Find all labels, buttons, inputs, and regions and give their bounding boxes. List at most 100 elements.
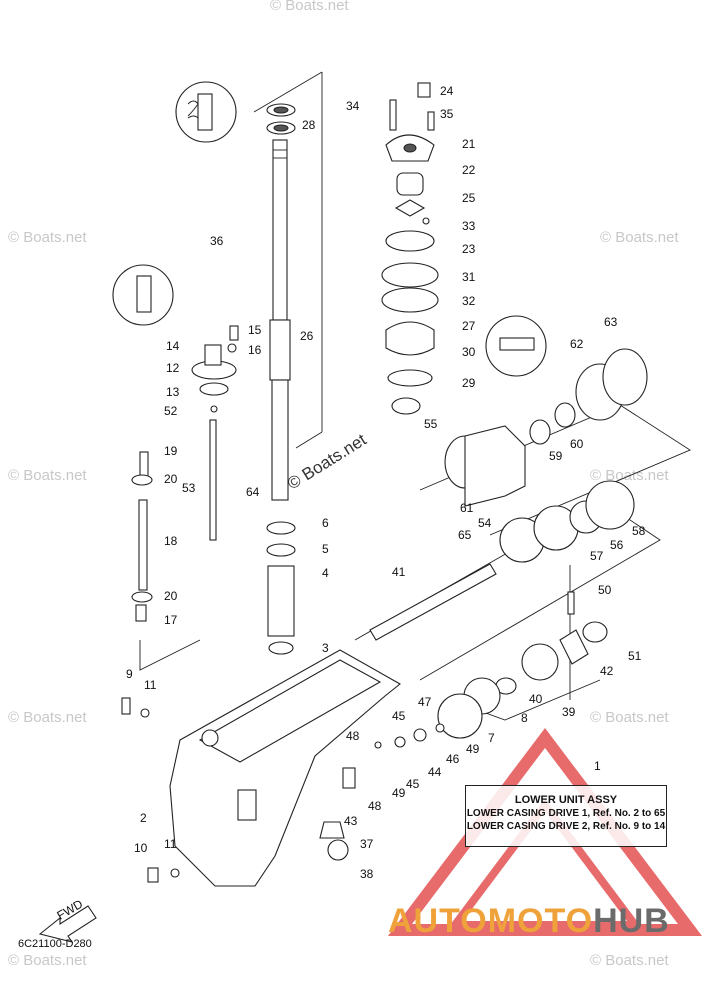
part-number: 42 bbox=[600, 664, 614, 678]
part-number: 38 bbox=[360, 867, 374, 881]
drive-shaft bbox=[269, 139, 291, 501]
part-number: 25 bbox=[462, 191, 476, 205]
watermark: © Boats.net bbox=[590, 709, 669, 726]
part-number: 1 bbox=[594, 759, 601, 773]
part-number: 29 bbox=[462, 376, 476, 390]
part-number: 33 bbox=[462, 219, 476, 233]
part-number: 64 bbox=[246, 485, 260, 499]
part-number: 13 bbox=[166, 385, 180, 399]
part-number: 44 bbox=[428, 765, 442, 779]
fwd-arrow: FWD bbox=[38, 897, 97, 943]
part-number: 30 bbox=[462, 345, 476, 359]
brand-part2: HUB bbox=[593, 902, 670, 940]
part-number: 63 bbox=[604, 315, 618, 329]
part-number: 31 bbox=[462, 270, 476, 284]
assembly-info-box: LOWER UNIT ASSY LOWER CASING DRIVE 1, Re… bbox=[465, 785, 667, 847]
part-number: 20 bbox=[164, 589, 178, 603]
part-number: 35 bbox=[440, 107, 454, 121]
part-number: 19 bbox=[164, 444, 178, 458]
watermark: © Boats.net bbox=[8, 952, 87, 969]
part-number: 60 bbox=[570, 437, 584, 451]
prop-housing bbox=[444, 348, 648, 507]
part-number: 28 bbox=[302, 118, 316, 132]
brand-part1: AUTOMOTO bbox=[388, 902, 594, 940]
lower-casing bbox=[169, 649, 401, 887]
part-number: 47 bbox=[418, 695, 432, 709]
watermark: © Boats.net bbox=[590, 952, 669, 969]
part-number: 54 bbox=[478, 516, 492, 530]
shift-rod-parts bbox=[131, 325, 239, 622]
part-labels: 1 2 3 4 5 6 7 8 9 10 11 11 12 13 14 15 1… bbox=[126, 84, 646, 881]
watermark: © Boats.net bbox=[8, 229, 87, 246]
part-number: 10 bbox=[134, 841, 148, 855]
part-number: 55 bbox=[424, 417, 438, 431]
part-number: 36 bbox=[210, 234, 224, 248]
part-number: 49 bbox=[392, 786, 406, 800]
part-number: 21 bbox=[462, 137, 476, 151]
part-number: 6 bbox=[322, 516, 329, 530]
part-number: 14 bbox=[166, 339, 180, 353]
part-number: 9 bbox=[126, 667, 133, 681]
part-number: 62 bbox=[570, 337, 584, 351]
watermark: © Boats.net bbox=[600, 229, 679, 246]
propeller-shaft-gears bbox=[319, 480, 635, 861]
assembly-title: LOWER UNIT ASSY bbox=[514, 794, 618, 806]
part-number: 23 bbox=[462, 242, 476, 256]
part-number: 16 bbox=[248, 343, 262, 357]
part-number: 20 bbox=[164, 472, 178, 486]
watermark: © Boats.net bbox=[270, 0, 349, 14]
part-number: 32 bbox=[462, 294, 476, 308]
part-number: 34 bbox=[346, 99, 360, 113]
part-number: 11 bbox=[144, 678, 157, 692]
part-number: 53 bbox=[182, 481, 196, 495]
part-number: 37 bbox=[360, 837, 374, 851]
part-number: 15 bbox=[248, 323, 262, 337]
callout-circles bbox=[112, 81, 547, 377]
part-number: 58 bbox=[632, 524, 646, 538]
part-number: 22 bbox=[462, 163, 476, 177]
part-number: 12 bbox=[166, 361, 180, 375]
water-pump-parts bbox=[381, 82, 439, 415]
part-number: 61 bbox=[460, 501, 474, 515]
part-number: 43 bbox=[344, 814, 358, 828]
part-number: 41 bbox=[392, 565, 406, 579]
watermark: © Boats.net bbox=[8, 709, 87, 726]
small-bolts bbox=[121, 697, 445, 883]
assembly-line-1: LOWER CASING DRIVE 1, Ref. No. 2 to 65 bbox=[466, 808, 666, 819]
part-number: 40 bbox=[529, 692, 543, 706]
center-watermark: © Boats.net bbox=[284, 430, 370, 493]
part-number: 57 bbox=[590, 549, 604, 563]
part-number: 3 bbox=[322, 641, 329, 655]
part-number: 26 bbox=[300, 329, 314, 343]
part-number: 51 bbox=[628, 649, 642, 663]
part-number: 52 bbox=[164, 404, 178, 418]
part-number: 50 bbox=[598, 583, 612, 597]
part-number: 24 bbox=[440, 84, 454, 98]
part-number: 5 bbox=[322, 542, 329, 556]
part-number: 49 bbox=[466, 742, 480, 756]
part-number: 45 bbox=[406, 777, 420, 791]
part-number: 39 bbox=[562, 705, 576, 719]
part-number: 11 bbox=[164, 837, 177, 851]
oil-seals-top bbox=[266, 103, 296, 135]
part-number: 18 bbox=[164, 534, 178, 548]
part-number: 59 bbox=[549, 449, 563, 463]
part-number: 48 bbox=[346, 729, 360, 743]
part-number: 45 bbox=[392, 709, 406, 723]
part-number: 4 bbox=[322, 566, 329, 580]
driveshaft-bearings bbox=[266, 521, 296, 655]
part-number: 27 bbox=[462, 319, 476, 333]
part-number: 7 bbox=[488, 731, 495, 745]
part-number: 2 bbox=[140, 811, 147, 825]
part-number: 8 bbox=[521, 711, 528, 725]
part-number: 46 bbox=[446, 752, 460, 766]
diagram-code: 6C21100-D280 bbox=[18, 938, 92, 950]
watermark: © Boats.net bbox=[8, 467, 87, 484]
brand-wordmark: AUTOMOTOHUB bbox=[388, 902, 670, 941]
part-number: 65 bbox=[458, 528, 472, 542]
part-number: 48 bbox=[368, 799, 382, 813]
assembly-line-2: LOWER CASING DRIVE 2, Ref. No. 9 to 14 bbox=[466, 821, 666, 832]
part-number: 56 bbox=[610, 538, 624, 552]
part-number: 17 bbox=[164, 613, 178, 627]
